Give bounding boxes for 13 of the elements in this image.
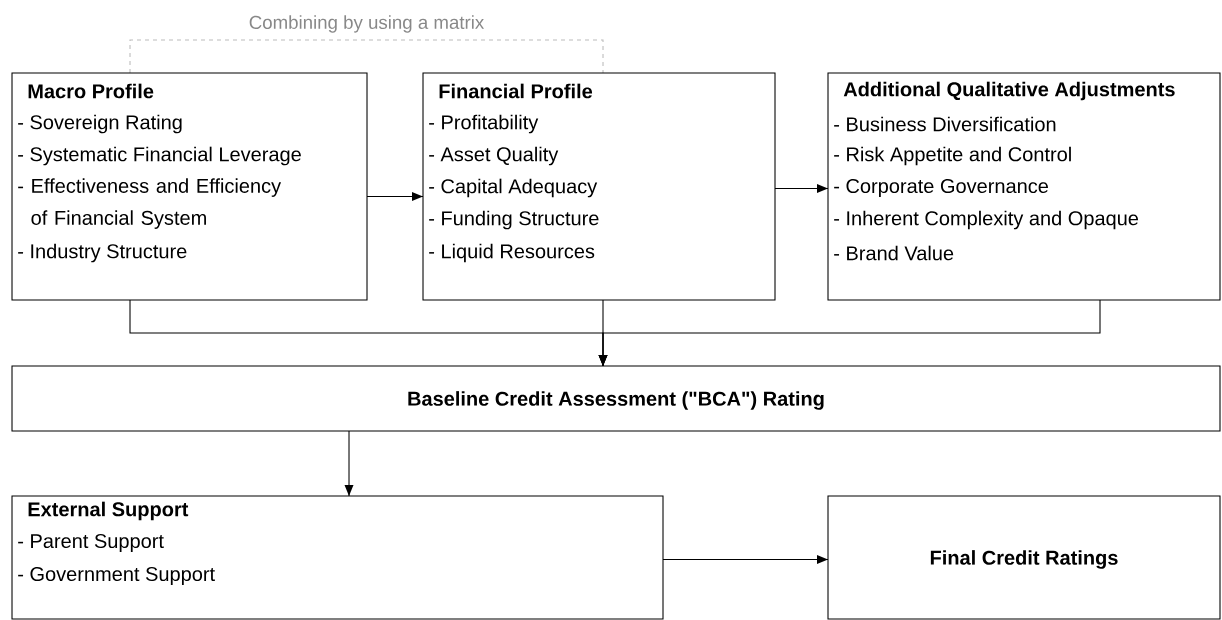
support-box: External Support - Parent Support - Government Support [11, 495, 664, 620]
arrow [662, 555, 829, 564]
arrow [598, 299, 1101, 367]
edge-label: Combining by using a matrix [247, 13, 486, 35]
arrow [344, 430, 354, 497]
arrow [774, 184, 829, 193]
adjustments-box: Additional Qualitative Adjustments - Business Diversification - Risk Appetite and Control - Corporate Governance - Inherent Complexity and Opaque - Brand Value [827, 72, 1221, 301]
rating-box: Baseline Credit Assessment ("BCA") Rating [11, 365, 1221, 432]
profile-box: Macro Profile - Sovereign Rating - Systematic Financial Leverage - Effectiveness and Efficiency of Financial System - Industry Structure [11, 72, 368, 301]
arrow [366, 192, 424, 201]
rating-box: Final Credit Ratings [827, 495, 1221, 620]
bracket-connector [129, 39, 604, 74]
profile-box: Financial Profile - Profitability - Asset Quality - Capital Adequacy - Funding Structure - Liquid Resources [422, 72, 776, 301]
